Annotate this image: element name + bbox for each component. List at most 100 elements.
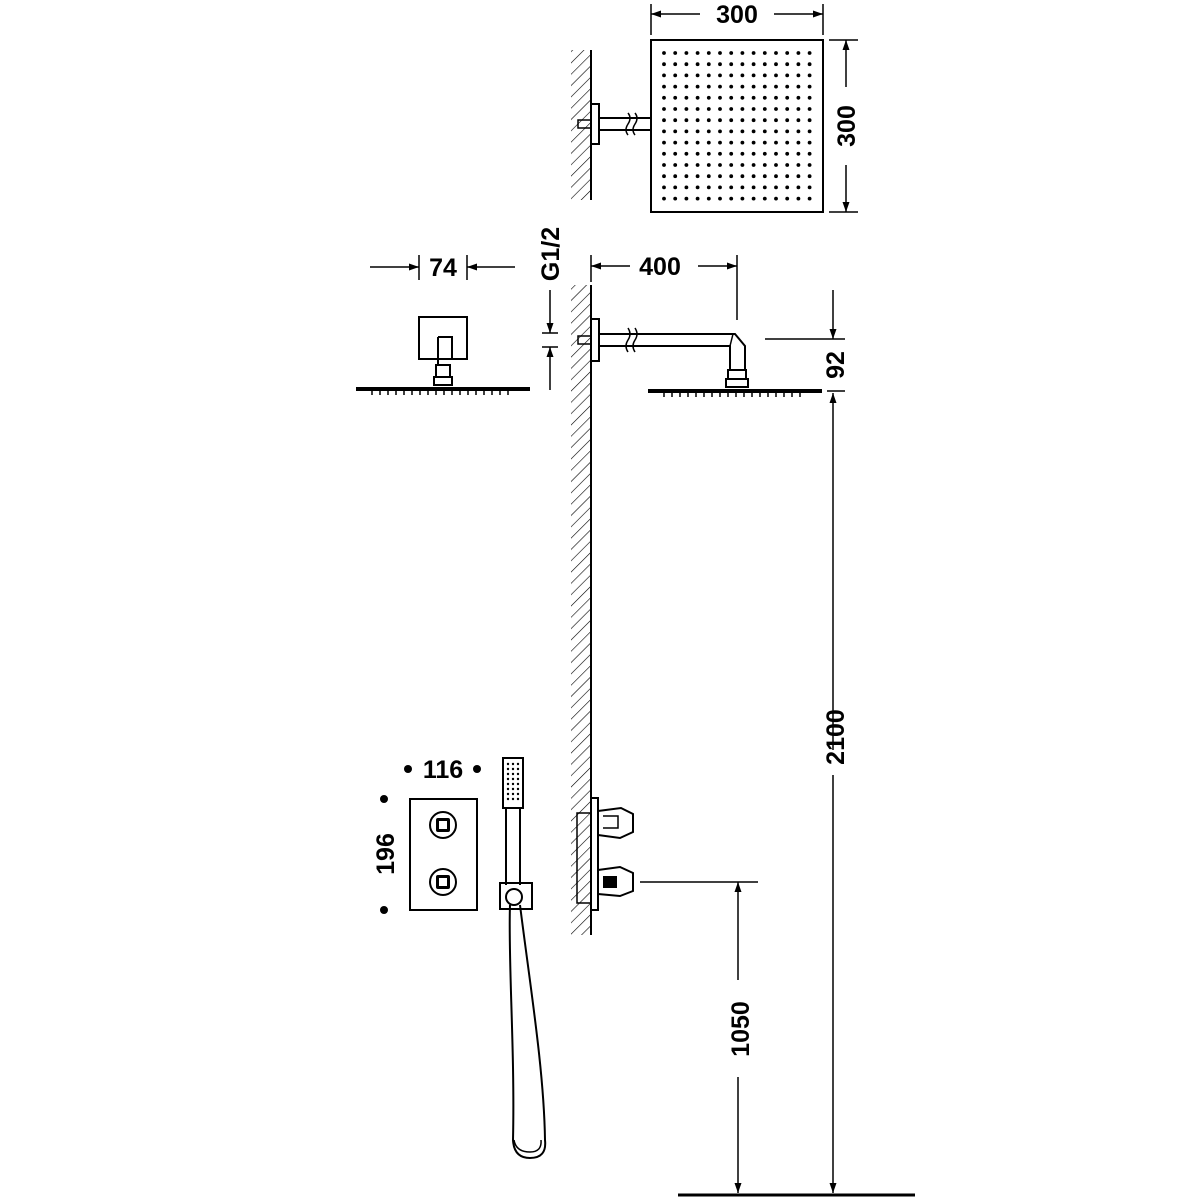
nozzle xyxy=(740,84,745,89)
nozzle xyxy=(751,185,756,190)
nozzle xyxy=(673,129,678,134)
nozzle xyxy=(695,73,700,78)
nozzle xyxy=(762,163,767,167)
nozzle xyxy=(662,196,666,201)
nozzle xyxy=(796,73,801,78)
nozzle xyxy=(684,151,689,156)
nozzle xyxy=(695,118,700,123)
nozzle xyxy=(718,140,722,145)
nozzle xyxy=(673,73,678,78)
nozzle xyxy=(762,196,767,201)
nozzle xyxy=(796,118,801,123)
nozzle xyxy=(718,51,722,55)
nozzle xyxy=(774,129,778,134)
hose-holder xyxy=(499,882,533,910)
lower-knob xyxy=(429,868,457,896)
nozzle xyxy=(695,196,700,201)
dim-valve-plate-height: 196 xyxy=(372,833,400,875)
dim-thread: G1/2 xyxy=(537,227,565,281)
nozzle xyxy=(785,151,790,156)
hand-nozzle xyxy=(511,787,515,791)
nozzle xyxy=(684,95,689,100)
nozzle xyxy=(706,95,711,100)
nozzle xyxy=(729,196,734,201)
dim-valve-width: 116 xyxy=(423,756,463,784)
nozzle xyxy=(695,95,700,100)
nozzle xyxy=(706,84,711,89)
hand-nozzle xyxy=(511,767,515,771)
nozzle xyxy=(729,118,734,123)
nozzle xyxy=(796,51,801,55)
nozzle xyxy=(807,107,812,111)
ceiling-elbow xyxy=(437,336,453,366)
nozzle xyxy=(718,73,722,78)
thread-dimension: G1/2 xyxy=(537,227,565,390)
nozzle xyxy=(751,163,756,167)
nozzle xyxy=(751,140,756,145)
hand-nozzle xyxy=(506,782,510,786)
hand-nozzle xyxy=(516,792,520,796)
nozzle xyxy=(706,174,711,179)
hand-nozzle xyxy=(506,777,510,781)
dim-arm-length: 400 xyxy=(639,253,681,281)
nozzle xyxy=(762,185,767,190)
nozzle xyxy=(740,140,745,145)
wall-section xyxy=(571,285,591,935)
nozzle xyxy=(662,185,666,190)
nozzle xyxy=(718,95,722,100)
nozzle xyxy=(796,196,801,201)
hand-nozzle xyxy=(516,787,520,791)
nozzle xyxy=(774,84,778,89)
hand-nozzle xyxy=(516,797,520,801)
nozzle xyxy=(695,140,700,145)
nozzle xyxy=(796,62,801,67)
nozzle xyxy=(729,163,734,167)
nozzle xyxy=(673,118,678,123)
nozzle xyxy=(706,62,711,67)
nozzle xyxy=(706,107,711,111)
nozzle xyxy=(774,62,778,67)
nozzle xyxy=(807,62,812,67)
hand-nozzle xyxy=(506,792,510,796)
shower-arm xyxy=(599,333,746,370)
nozzle xyxy=(729,84,734,89)
head-connector xyxy=(727,369,747,380)
nozzle xyxy=(695,129,700,134)
nozzle xyxy=(774,73,778,78)
nozzle xyxy=(695,163,700,167)
nozzle xyxy=(796,129,801,134)
nozzle xyxy=(751,95,756,100)
nozzle xyxy=(762,62,767,67)
valve-handle-upper xyxy=(597,806,634,840)
nozzle xyxy=(718,185,722,190)
nozzle xyxy=(662,62,666,67)
ceiling-connector xyxy=(435,364,451,378)
nozzle xyxy=(662,73,666,78)
nozzle xyxy=(785,73,790,78)
nozzle xyxy=(796,84,801,89)
nozzle xyxy=(729,151,734,156)
nozzle xyxy=(796,140,801,145)
nozzle xyxy=(740,185,745,190)
upper-knob xyxy=(429,811,457,839)
nozzle xyxy=(718,163,722,167)
nozzle xyxy=(718,107,722,111)
spray-face-right xyxy=(663,393,801,397)
nozzle xyxy=(796,151,801,156)
nozzle xyxy=(785,107,790,111)
dim-shower-depth: 300 xyxy=(833,105,861,147)
nozzle xyxy=(695,62,700,67)
nozzle xyxy=(785,118,790,123)
nozzle xyxy=(740,196,745,201)
nozzle xyxy=(729,95,734,100)
nozzle xyxy=(751,196,756,201)
nozzle xyxy=(718,129,722,134)
nozzle xyxy=(706,163,711,167)
nozzle xyxy=(662,151,666,156)
nozzle xyxy=(684,140,689,145)
flange-nut-top xyxy=(577,119,592,129)
nozzle xyxy=(729,73,734,78)
shower-hose xyxy=(508,904,547,1160)
nozzle xyxy=(740,118,745,123)
arm-break-top xyxy=(625,112,631,136)
